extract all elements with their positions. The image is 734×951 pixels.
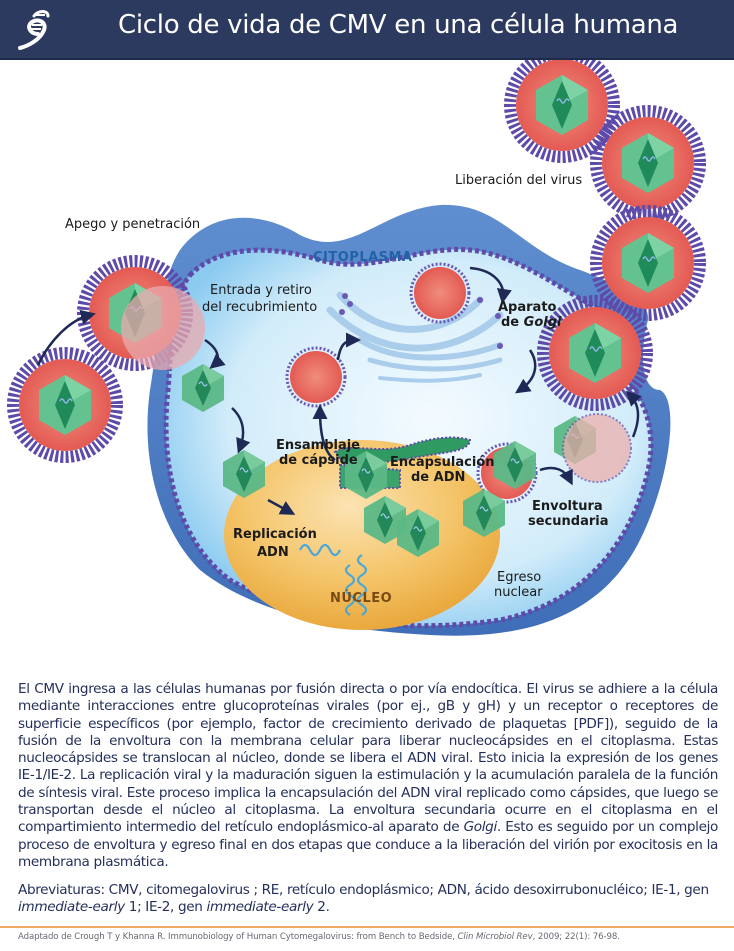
page-title: Ciclo de vida de CMV en una célula human… bbox=[118, 10, 679, 40]
nucleus bbox=[224, 440, 500, 630]
footer-divider bbox=[0, 926, 734, 928]
description-text-2: . Esto es seguido por un complejo proces… bbox=[18, 819, 718, 870]
abbr-italic-2: immediate-early bbox=[206, 899, 314, 916]
label-dna-replication-1: Replicación bbox=[233, 527, 317, 542]
dna-strands bbox=[299, 543, 368, 616]
label-release: Liberación del virus bbox=[455, 173, 582, 188]
description-golgi-italic: Golgi bbox=[463, 819, 498, 836]
label-dna-encapsulation-2: de ADN bbox=[411, 470, 465, 485]
source-citation: Adaptado de Crough T y Khanna R. Immunob… bbox=[18, 932, 620, 942]
description-text-1: El CMV ingresa a las células humanas por… bbox=[18, 681, 718, 836]
golgi-apparatus bbox=[326, 291, 504, 383]
abbreviations: Abreviaturas: CMV, citomegalovirus ; RE,… bbox=[18, 882, 718, 917]
label-secondary-envelope-2: secundaria bbox=[528, 514, 609, 529]
citation-volume: , 2009; 22(1): 76-98. bbox=[532, 932, 620, 942]
label-golgi-2: de Golgi bbox=[501, 315, 562, 330]
abbr-text-1: Abreviaturas: CMV, citomegalovirus ; RE,… bbox=[18, 882, 709, 898]
label-nuclear-egress-2: nuclear bbox=[494, 585, 543, 600]
virion-free bbox=[13, 353, 117, 457]
label-entry-2: del recubrimiento bbox=[202, 300, 317, 315]
fusion-membrane bbox=[121, 286, 205, 370]
citation-journal: Clin Microbiol Rev bbox=[457, 932, 533, 942]
abbr-italic-1: immediate-early bbox=[18, 899, 125, 916]
header-bar: Ciclo de vida de CMV en una célula human… bbox=[0, 0, 734, 60]
label-entry-1: Entrada y retiro bbox=[210, 283, 312, 298]
secondary-envelope-vesicle bbox=[562, 413, 632, 483]
virion-released-2 bbox=[596, 111, 700, 215]
label-capsid-assembly-1: Ensamblaje bbox=[276, 438, 360, 453]
plasma-membrane-dots bbox=[163, 246, 654, 629]
label-nucleus: NÚCLEO bbox=[330, 590, 392, 606]
golgi-vesicle-dots bbox=[339, 293, 503, 349]
abbr-text-2: 1; IE-2, gen bbox=[124, 899, 207, 916]
diagram-canvas: Apego y penetración Liberación del virus… bbox=[0, 60, 734, 636]
label-attachment: Apego y penetración bbox=[65, 217, 200, 232]
abbr-text-3: 2. bbox=[313, 899, 330, 916]
label-dna-replication-2: ADN bbox=[257, 545, 289, 560]
description-paragraph: El CMV ingresa a las células humanas por… bbox=[18, 681, 718, 871]
process-arrows bbox=[36, 266, 642, 515]
label-dna-encapsulation-1: Encapsulación bbox=[390, 455, 495, 470]
label-capsid-assembly-2: de cápside bbox=[279, 453, 358, 468]
label-secondary-envelope-1: Envoltura bbox=[532, 499, 603, 514]
label-nuclear-egress-1: Egreso bbox=[497, 570, 541, 585]
dna-helix-logo-icon bbox=[18, 10, 50, 50]
citation-text: Adaptado de Crough T y Khanna R. Immunob… bbox=[18, 932, 458, 942]
label-cytoplasm: CITOPLASMA bbox=[313, 250, 413, 265]
label-golgi-1: Aparato bbox=[498, 300, 557, 315]
cmv-lifecycle-diagram: Apego y penetración Liberación del virus… bbox=[0, 60, 734, 670]
